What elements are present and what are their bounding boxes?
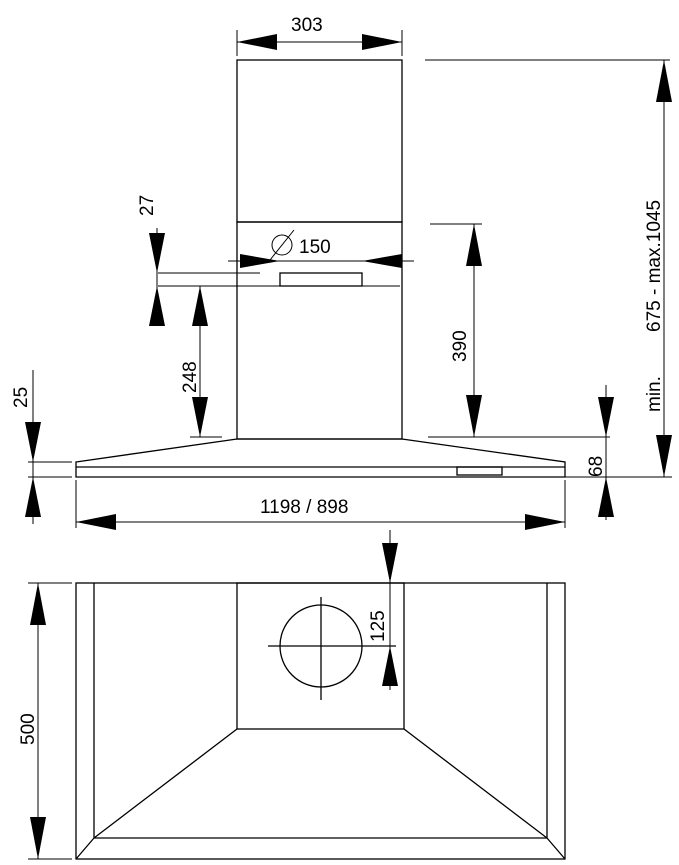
arrow-head: [30, 583, 46, 625]
arrow-head: [149, 233, 165, 273]
outlet-offset-label: 125: [368, 610, 389, 642]
diameter-slash: [269, 229, 295, 261]
lower-chimney-label: 390: [450, 330, 471, 362]
canopy-edge-label: 25: [11, 387, 32, 408]
arrow-head: [192, 397, 208, 437]
upper-chimney-outline: [236, 59, 403, 223]
arrow-head: [382, 543, 398, 583]
plan-dimensions: 125 500: [18, 530, 398, 860]
arrow-head: [362, 254, 402, 268]
arrow-head: [237, 34, 277, 50]
total-height-range-label: 675 - max.1045: [644, 200, 665, 332]
outlet-height-label: 248: [180, 361, 201, 393]
canopy-outline: [75, 438, 566, 478]
control-panel: [456, 466, 503, 476]
total-height-min-label: min.: [644, 376, 665, 412]
plan-view: [75, 582, 566, 860]
arrow-head: [149, 286, 165, 326]
depth-label: 500: [18, 713, 39, 745]
arrow-head: [25, 422, 41, 462]
arrow-head: [466, 224, 482, 266]
arrow-head: [382, 646, 398, 686]
front-dimensions: 303 675 - max.1045 min. 390 68 150: [11, 15, 672, 530]
arrow-head: [240, 254, 280, 268]
plan-canopy-edge: [93, 728, 238, 839]
arrow-head: [25, 477, 41, 517]
overall-width-label: 1198 / 898: [260, 497, 348, 518]
arrow-head: [656, 60, 672, 102]
arrow-head: [362, 34, 402, 50]
arrow-head: [30, 817, 46, 859]
outlet-slot: [279, 272, 363, 287]
arrow-head: [525, 514, 565, 530]
plan-canopy-edge: [403, 728, 548, 839]
plan-corner-edge: [75, 837, 95, 860]
arrow-head: [598, 477, 614, 517]
front-elevation-view: [75, 59, 566, 478]
chimney-width-label: 303: [291, 15, 323, 36]
top-gap-label: 27: [137, 195, 158, 216]
duct-diameter-label: 150: [299, 237, 331, 258]
diameter-symbol-icon: [271, 234, 293, 256]
arrow-head: [656, 435, 672, 477]
plan-chimney-outline: [236, 582, 405, 730]
arrow-head: [76, 514, 116, 530]
arrow-head: [598, 397, 614, 437]
arrow-head: [192, 286, 208, 326]
plan-corner-edge: [546, 837, 566, 860]
canopy-height-label: 68: [586, 456, 607, 477]
arrow-head: [466, 395, 482, 437]
